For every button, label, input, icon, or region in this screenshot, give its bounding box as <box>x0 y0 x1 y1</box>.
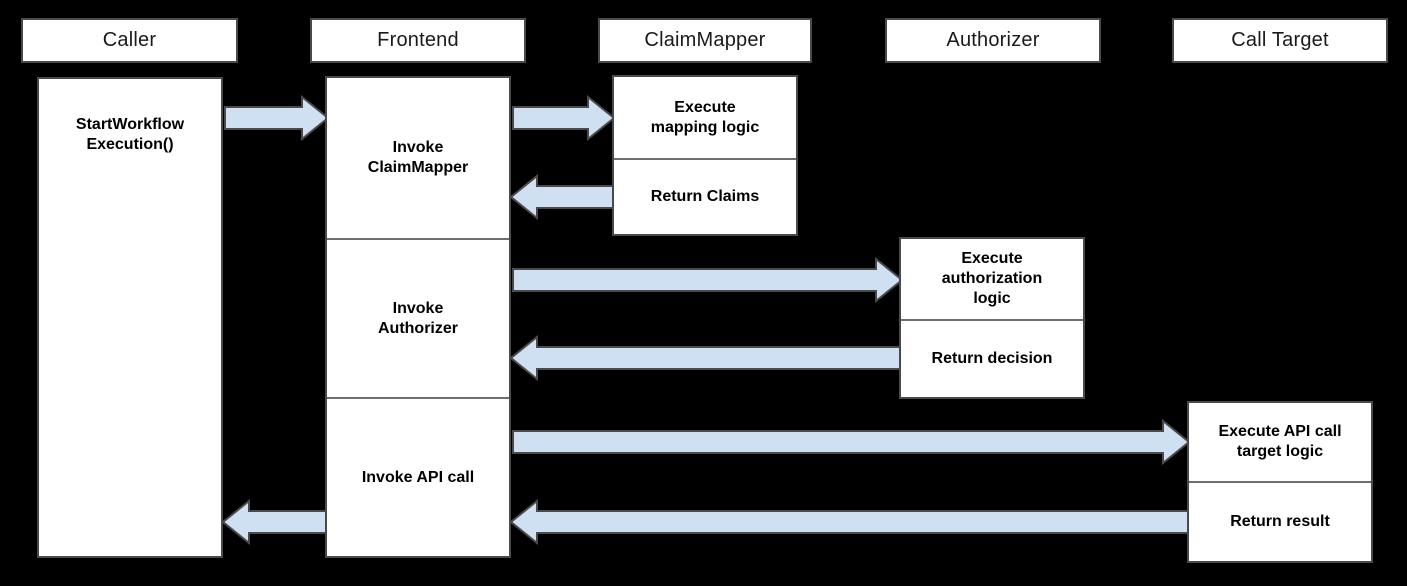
activation-text-line: Execution() <box>86 136 174 153</box>
lifeline-header-calltarget: Call Target <box>1172 18 1388 63</box>
activation-calltarget: Execute API call target logic Return res… <box>1187 401 1373 563</box>
activation-cell-frontend-invoke-claimmapper: Invoke ClaimMapper <box>327 78 509 238</box>
activation-text-line: mapping logic <box>650 118 760 136</box>
lifeline-label-caller: Caller <box>102 29 157 51</box>
lifeline-header-frontend: Frontend <box>310 18 526 63</box>
activation-cell-frontend-invoke-authorizer: Invoke Authorizer <box>327 238 509 397</box>
lifeline-header-authorizer: Authorizer <box>885 18 1101 63</box>
activation-text-line: Invoke <box>392 299 444 317</box>
lifeline-label-calltarget: Call Target <box>1231 29 1329 51</box>
activation-text-line: authorization <box>941 270 1043 287</box>
activation-cell-authorizer-execute-authorization-logic: Execute authorization logic <box>901 239 1083 319</box>
message-arrow-authorizer-to-frontend <box>509 334 903 382</box>
activation-text-line: Invoke API call <box>361 468 475 486</box>
activation-caller: StartWorkflow Execution() <box>37 77 223 558</box>
activation-text-line: Return decision <box>931 350 1053 367</box>
activation-text-line: Return Claims <box>650 188 760 205</box>
activation-text-line: logic <box>973 290 1011 307</box>
message-arrow-claimmapper-to-frontend <box>509 173 615 221</box>
activation-cell-caller-start-workflow: StartWorkflow Execution() <box>39 79 221 269</box>
activation-text-line: Execute <box>961 250 1023 267</box>
message-arrow-frontend-to-claimmapper <box>512 94 616 142</box>
activation-claimmapper: Execute mapping logic Return Claims <box>612 75 798 236</box>
message-arrow-caller-to-frontend <box>224 94 330 142</box>
activation-cell-frontend-invoke-api-call: Invoke API call <box>327 397 509 556</box>
message-arrow-frontend-to-calltarget <box>512 418 1191 466</box>
lifeline-header-claimmapper: ClaimMapper <box>598 18 812 63</box>
activation-cell-calltarget-return-result: Return result <box>1189 481 1371 561</box>
activation-text-line: Authorizer <box>378 319 458 337</box>
activation-text-line: ClaimMapper <box>367 159 469 176</box>
activation-text-line: StartWorkflow <box>75 116 185 133</box>
activation-cell-authorizer-return-decision: Return decision <box>901 319 1083 397</box>
lifeline-label-claimmapper: ClaimMapper <box>644 29 766 51</box>
activation-cell-claimmapper-return-claims: Return Claims <box>614 158 796 234</box>
lifeline-label-frontend: Frontend <box>377 29 459 51</box>
activation-text-line: Return result <box>1230 513 1330 530</box>
activation-frontend: Invoke ClaimMapper Invoke Authorizer Inv… <box>325 76 511 558</box>
activation-cell-claimmapper-execute-mapping-logic: Execute mapping logic <box>614 77 796 158</box>
message-arrow-calltarget-to-frontend <box>509 498 1190 546</box>
message-arrow-frontend-to-authorizer <box>512 256 904 304</box>
message-arrow-frontend-to-caller <box>221 498 329 546</box>
activation-cell-calltarget-execute-api-call-target-logic: Execute API call target logic <box>1189 403 1371 481</box>
activation-text-line: Execute <box>674 98 736 116</box>
activation-authorizer: Execute authorization logic Return decis… <box>899 237 1085 399</box>
lifeline-label-authorizer: Authorizer <box>946 29 1040 51</box>
activation-text-line: Execute API call <box>1218 423 1342 440</box>
activation-text-line: target logic <box>1236 443 1324 460</box>
activation-text-line: Invoke <box>392 139 444 156</box>
lifeline-header-caller: Caller <box>21 18 238 63</box>
